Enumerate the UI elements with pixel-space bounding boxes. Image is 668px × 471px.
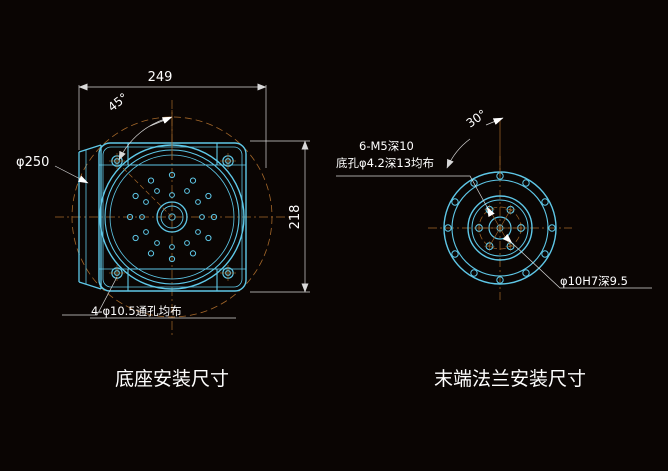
- base-left-tab: [78, 144, 102, 290]
- base-corner-holes: [109, 153, 236, 281]
- base-inner-hole-ring: [139, 188, 205, 250]
- angle-45-label: 45°: [105, 90, 130, 114]
- dimension-249-label: 249: [148, 70, 173, 85]
- base-centerlines: [55, 100, 290, 335]
- leader-corner-holes: 4-φ10.5通孔均布: [62, 276, 236, 319]
- base-bolt-circle-250: [71, 116, 273, 318]
- dimension-218-label: 218: [288, 205, 303, 230]
- leader-phi250: φ250: [16, 155, 89, 184]
- flange-view-caption: 末端法兰安装尺寸: [434, 368, 586, 390]
- leader-tapped-holes: 6-M5深10 底孔φ4.2深13均布: [336, 139, 495, 218]
- dowel-hole-note: φ10H7深9.5: [560, 274, 628, 288]
- base-view-caption: 底座安装尺寸: [115, 368, 229, 390]
- flange-outer-hole-ring: [444, 172, 556, 284]
- corner-holes-note: 4-φ10.5通孔均布: [91, 304, 182, 318]
- flange-mounting-view: 30° 6-M5深10 底孔φ4.2深13均布 φ10H7深9.5 末端法兰安装…: [336, 107, 652, 390]
- tapped-holes-note-line1: 6-M5深10: [359, 139, 414, 153]
- base-radial-construction: [120, 165, 173, 218]
- phi250-label: φ250: [16, 155, 49, 170]
- base-mounting-view: 249 218 45° φ250 4-φ10.5: [16, 70, 310, 390]
- angle-30-label: 30°: [464, 107, 489, 131]
- dimension-width-249: 249: [78, 70, 267, 168]
- angle-45-annotation: 45°: [105, 90, 173, 161]
- tapped-holes-note-line2: 底孔φ4.2深13均布: [336, 156, 434, 170]
- base-body-outline: [98, 142, 247, 292]
- base-outer-hole-ring: [126, 171, 218, 263]
- leader-dowel-hole: φ10H7深9.5: [502, 233, 652, 289]
- base-center-boss: [156, 201, 188, 233]
- dimension-height-218: 218: [250, 140, 310, 293]
